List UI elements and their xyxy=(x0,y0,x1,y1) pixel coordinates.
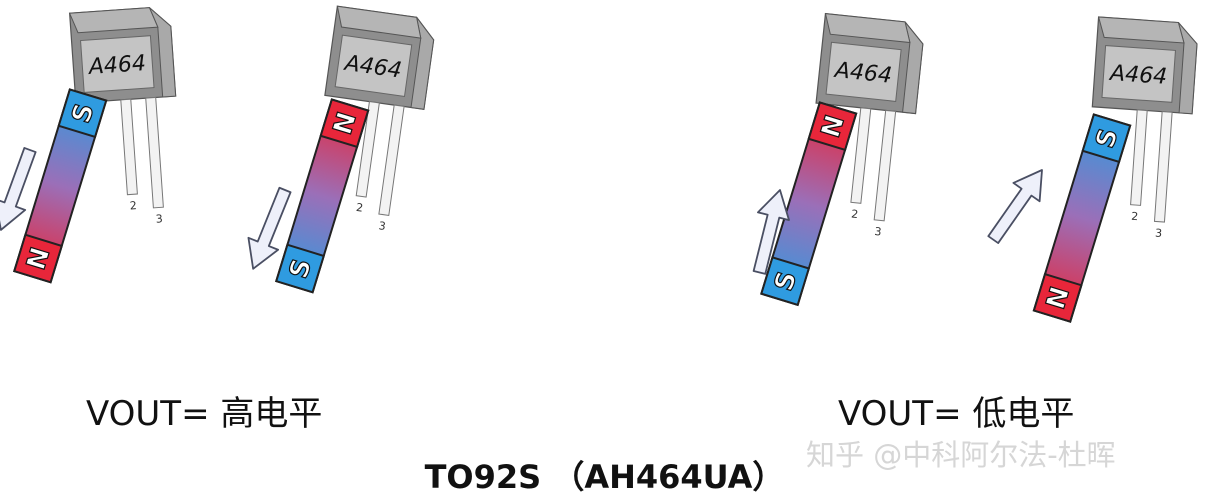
pin-label: 3 xyxy=(378,219,387,233)
hall-sensor-chip: A464 2 3 xyxy=(815,12,924,239)
magnet-top-pole xyxy=(1081,113,1132,164)
pin-3 xyxy=(145,96,164,209)
arrow-up-icon xyxy=(752,189,790,275)
pin-label: 2 xyxy=(1131,210,1139,223)
pin-2 xyxy=(1130,109,1148,206)
bar-magnet: NS xyxy=(275,98,370,294)
chip-label: A464 xyxy=(832,58,893,89)
pin-label: 2 xyxy=(850,207,858,221)
magnet-bottom-pole xyxy=(760,256,811,307)
chip-face xyxy=(825,41,902,102)
motion-arrow xyxy=(752,189,790,275)
sensor-figure: A464 2 3 NS xyxy=(752,12,924,307)
pin-3 xyxy=(1153,111,1173,223)
motion-arrow xyxy=(987,169,1043,244)
watermark: 知乎 @中科阿尔法-杜晖 xyxy=(806,438,1116,472)
chip-label: A464 xyxy=(1107,61,1168,90)
magnet-bottom-pole xyxy=(13,233,63,284)
magnet-top-pole xyxy=(57,88,108,139)
motion-arrow xyxy=(0,147,37,231)
chip-top xyxy=(1097,16,1185,44)
pin-label: 3 xyxy=(874,225,882,239)
pin-label: 3 xyxy=(155,212,163,225)
pin-2 xyxy=(355,101,380,198)
arrow-down-icon xyxy=(0,147,37,231)
sensor-figure: A464 2 3 SN xyxy=(0,7,177,284)
bar-magnet: SN xyxy=(1032,113,1132,323)
chip-label: A464 xyxy=(86,51,147,80)
pin-2 xyxy=(850,107,872,204)
chip-face xyxy=(1101,45,1176,103)
chip-face xyxy=(80,35,155,93)
arrow-down-icon xyxy=(247,186,292,270)
pin-label: 2 xyxy=(355,201,364,215)
magnet-bottom-pole xyxy=(1032,272,1083,323)
bar-magnet: SN xyxy=(13,88,108,284)
caption-high-level: VOUT= 高电平 xyxy=(86,394,323,434)
chip-top xyxy=(824,12,911,44)
chip-top xyxy=(336,5,422,39)
pin-3 xyxy=(873,109,897,222)
pin-2 xyxy=(120,98,138,196)
caption-low-level: VOUT= 低电平 xyxy=(838,394,1075,434)
magnet-top-pole xyxy=(319,98,370,149)
chip-top xyxy=(68,7,159,34)
arrow-up-icon xyxy=(987,169,1043,244)
package-title: TO92S （AH464UA） xyxy=(424,458,785,496)
sensor-figure: A464 2 3 SN xyxy=(987,16,1198,323)
pin-3 xyxy=(378,104,405,216)
pin-label: 2 xyxy=(129,199,137,212)
chip-face xyxy=(334,34,413,98)
hall-sensor-chip: A464 2 3 xyxy=(1091,16,1198,240)
magnet-top-pole xyxy=(807,101,858,152)
hall-sensor-chip: A464 2 3 xyxy=(68,7,177,226)
motion-arrow xyxy=(247,186,292,270)
pin-label: 3 xyxy=(1155,226,1163,239)
magnet-bottom-pole xyxy=(275,243,325,294)
bar-magnet: NS xyxy=(760,101,858,307)
